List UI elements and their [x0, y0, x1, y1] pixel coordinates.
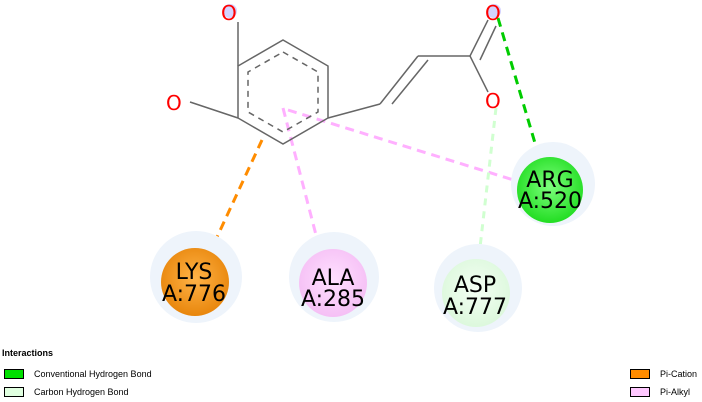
oxygen-atom-2: O	[166, 91, 182, 115]
legend-swatch	[4, 369, 24, 379]
residue-name: ALA	[312, 266, 355, 291]
legend-label: Pi-Alkyl	[660, 387, 691, 397]
legend: Interactions Conventional Hydrogen Bond …	[0, 346, 702, 402]
legend-item-pi-alkyl: Pi-Alkyl	[630, 387, 690, 397]
carbon-hbond-line	[476, 107, 498, 266]
residue-lys: LYS A:776	[150, 231, 242, 323]
benzene-ring	[237, 39, 329, 145]
legend-label: Carbon Hydrogen Bond	[34, 387, 129, 397]
interaction-lines	[203, 17, 542, 266]
legend-label: Conventional Hydrogen Bond	[34, 369, 152, 379]
legend-item-conventional-hbond: Conventional Hydrogen Bond	[4, 369, 152, 379]
oxygen-atom-4: O	[485, 89, 501, 113]
residue-position: A:285	[301, 287, 365, 312]
residue-arg: ARG A:520	[511, 142, 595, 226]
legend-swatch	[4, 387, 24, 397]
pi-alkyl-line-ala	[281, 107, 324, 259]
legend-title: Interactions	[2, 348, 54, 358]
residue-name: ASP	[454, 273, 496, 298]
legend-item-pi-cation: Pi-Cation	[630, 369, 697, 379]
atoms: O O O O	[166, 1, 501, 115]
legend-label: Pi-Cation	[660, 369, 698, 379]
residue-position: A:520	[518, 189, 582, 214]
residue-position: A:776	[162, 282, 226, 307]
aromatic-inner-ring	[247, 51, 319, 133]
molecule-bonds	[189, 19, 497, 145]
residue-asp: ASP A:777	[434, 244, 522, 332]
residue-name: LYS	[176, 260, 213, 285]
residue-name: ARG	[526, 168, 573, 193]
pi-alkyl-line-arg	[287, 108, 521, 184]
oxygen-atom-1: O	[221, 1, 237, 25]
residue-position: A:777	[443, 295, 507, 320]
legend-swatch	[630, 369, 650, 379]
residue-ala: ALA A:285	[289, 232, 379, 322]
conv-hbond-line	[496, 17, 542, 161]
legend-item-carbon-hbond: Carbon Hydrogen Bond	[4, 387, 129, 397]
oxygen-atom-3: O	[485, 1, 501, 25]
interaction-diagram: O O O O LYS A:776 ALA A:285 ASP A:777 AR…	[150, 1, 595, 332]
legend-swatch	[630, 387, 650, 397]
